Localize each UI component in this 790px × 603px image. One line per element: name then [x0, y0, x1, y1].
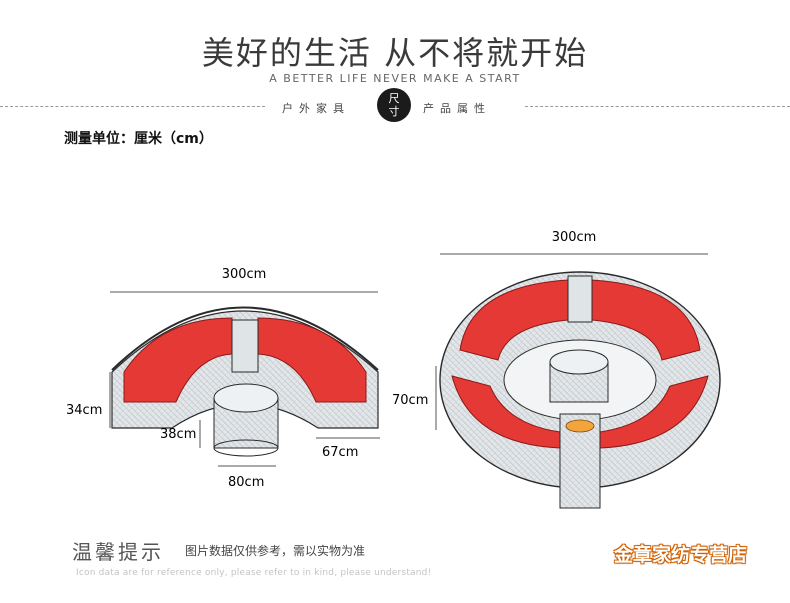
shop-watermark: 金章家纺专营店 — [614, 544, 748, 566]
fruit-bowl-icon — [565, 419, 595, 433]
size-badge-label: 尺寸 — [388, 92, 400, 118]
tag-outdoor-furniture: 户外家具 — [282, 102, 350, 115]
right-coffee-table-top — [549, 349, 609, 375]
right-height-label: 70cm — [392, 393, 428, 408]
right-cushion-front-b — [599, 375, 709, 449]
left-table-height-label: 38cm — [160, 427, 196, 442]
divider-left — [0, 106, 265, 107]
right-width-label: 300cm — [552, 230, 597, 245]
size-badge: 尺寸 — [377, 88, 411, 122]
page-headline: 美好的生活 从不将就开始 — [201, 34, 589, 72]
right-sofa-set: 300cm 70cm — [392, 230, 721, 509]
tip-title: 温馨提示 — [72, 540, 164, 564]
left-sofa-back-rim — [111, 306, 379, 371]
page-subline: A BETTER LIFE NEVER MAKE A START — [269, 72, 521, 85]
tag-product-attributes: 产品属性 — [423, 102, 491, 115]
divider-right — [525, 106, 790, 107]
left-width-label: 300cm — [222, 267, 267, 282]
left-center-unit — [231, 319, 259, 373]
unit-note: 测量单位：厘米（cm） — [64, 131, 213, 147]
right-cushion-back-b — [591, 279, 701, 361]
tip-text: 图片数据仅供参考，需以实物为准 — [185, 544, 366, 558]
left-table-width-label: 80cm — [228, 475, 264, 490]
left-height-label: 34cm — [66, 403, 102, 418]
left-coffee-table-top — [213, 383, 279, 413]
right-center-unit-back — [567, 275, 593, 323]
left-coffee-table-base — [213, 439, 279, 457]
left-cushion-b — [257, 317, 367, 403]
left-depth-label: 67cm — [322, 445, 358, 460]
left-sofa-set: 300cm 34cm 38cm 67cm 80cm — [66, 267, 380, 490]
tip-english: Icon data are for reference only, please… — [76, 568, 432, 578]
